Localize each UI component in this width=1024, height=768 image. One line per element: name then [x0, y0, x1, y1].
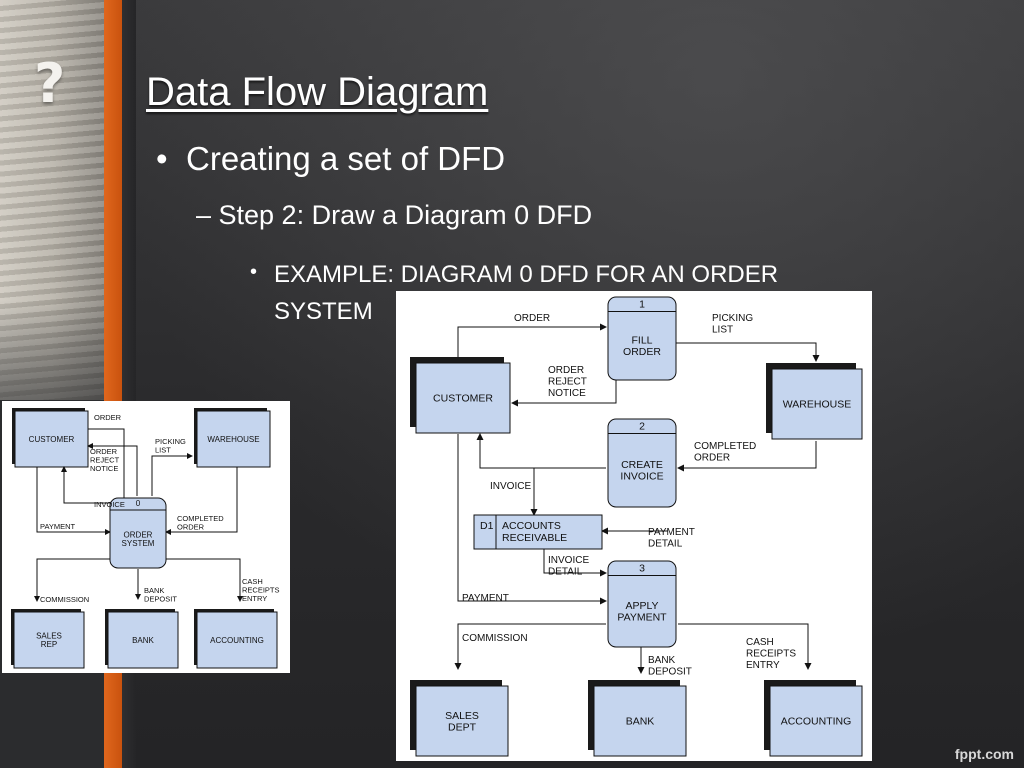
- small-flow-label: ORDER: [94, 413, 122, 422]
- small-flow-label: COMMISSION: [40, 595, 89, 604]
- small-entity-warehouse-label: WAREHOUSE: [207, 435, 259, 444]
- big-entity-accounting-label: ACCOUNTING: [781, 716, 852, 728]
- data-store-id: D1: [480, 520, 494, 532]
- big-entity-customer: CUSTOMER: [410, 357, 511, 434]
- small-entity-customer: CUSTOMER: [12, 408, 89, 468]
- bullet-level-1-text: Creating a set of DFD: [186, 140, 506, 177]
- big-entity-accounting: ACCOUNTING: [764, 680, 863, 757]
- small-flow-label: PAYMENT: [40, 522, 76, 531]
- footer-brand: fppt.com: [954, 746, 1014, 762]
- bullet-dot-icon: •: [156, 140, 168, 177]
- small-entity-bank-label: BANK: [132, 636, 154, 645]
- big-flow-label: PAYMENT: [462, 593, 509, 604]
- big-entity-bank-label: BANK: [626, 716, 655, 728]
- big-process-apply-payment-number: 3: [639, 563, 645, 575]
- big-process-create-invoice-number: 2: [639, 421, 645, 433]
- slide-title: Data Flow Diagram: [146, 70, 489, 114]
- bullet-dot-icon: •: [250, 261, 258, 283]
- small-entity-accounting-label: ACCOUNTING: [210, 636, 264, 645]
- big-entity-customer-label: CUSTOMER: [433, 393, 493, 405]
- small-entity-bank: BANK: [105, 609, 179, 669]
- small-flow-label: INVOICE: [94, 500, 125, 509]
- big-entity-bank: BANK: [588, 680, 687, 757]
- big-flow-label: ORDER: [514, 313, 550, 324]
- bullet-level-3-text: EXAMPLE: DIAGRAM 0 DFD FOR AN ORDER SYST…: [274, 261, 779, 325]
- big-flow-label: INVOICE: [490, 481, 531, 492]
- small-entity-customer-label: CUSTOMER: [29, 435, 75, 444]
- small-entity-accounting: ACCOUNTING: [194, 609, 278, 669]
- small-entity-warehouse: WAREHOUSE: [194, 408, 271, 468]
- big-entity-warehouse: WAREHOUSE: [766, 363, 863, 440]
- big-flow-label: COMMISSION: [462, 633, 528, 644]
- question-mark-icon: ?: [34, 52, 66, 115]
- small-process-order-system-number: 0: [136, 499, 141, 508]
- big-entity-warehouse-label: WAREHOUSE: [783, 399, 851, 411]
- big-process-fill-order-number: 1: [639, 299, 645, 311]
- bullet-level-2: – Step 2: Draw a Diagram 0 DFD: [196, 200, 593, 230]
